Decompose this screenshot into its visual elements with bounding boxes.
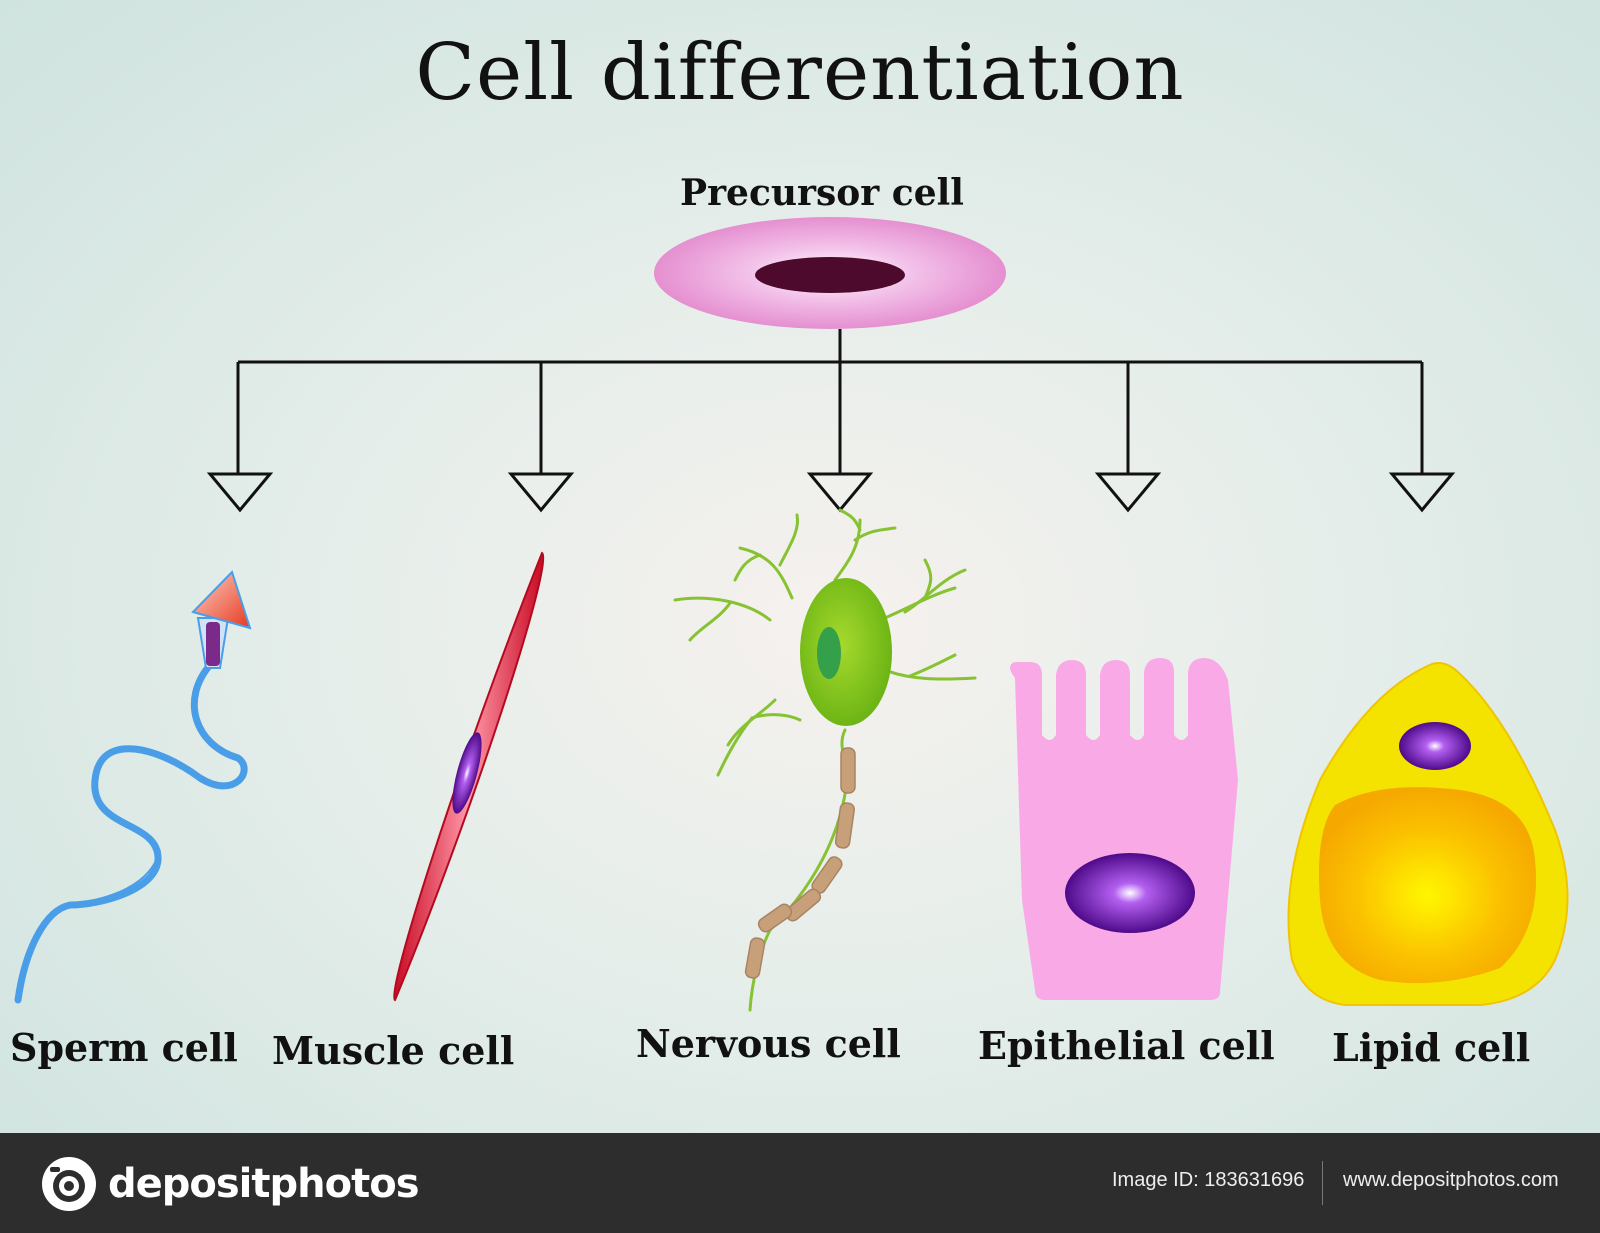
precursor-cell	[654, 217, 1006, 329]
lipid-droplet	[1319, 787, 1536, 984]
arrowhead	[206, 472, 274, 513]
nerve-nucleus	[817, 627, 841, 679]
sperm-cell-label: Sperm cell	[10, 1025, 238, 1070]
myelin-sheath	[744, 747, 856, 979]
epithelial-cell-illustration	[1010, 658, 1238, 1000]
arrowhead	[806, 472, 874, 513]
nervous-cell-label: Nervous cell	[636, 1021, 901, 1066]
diagram-canvas: Cell differentiation Precursor cell Sper…	[0, 0, 1600, 1133]
brand-logo[interactable]: depositphotos	[40, 1155, 420, 1213]
footer-bar: depositphotos Image ID: 183631696 www.de…	[0, 1133, 1600, 1233]
muscle-cell-label: Muscle cell	[272, 1028, 515, 1073]
arrowhead	[1388, 472, 1456, 513]
epithelial-cell-label: Epithelial cell	[978, 1023, 1275, 1068]
lipid-cell-illustration	[1287, 662, 1569, 1006]
lipid-cell-label: Lipid cell	[1332, 1025, 1531, 1070]
muscle-nucleus	[452, 732, 482, 814]
nerve-soma	[800, 578, 892, 726]
lipid-nucleus	[1399, 722, 1471, 770]
arrowheads	[206, 472, 1456, 513]
image-id: Image ID: 183631696	[1112, 1169, 1305, 1191]
diagram-art	[14, 217, 1569, 1012]
lineage-connectors	[236, 329, 1424, 474]
camera-icon	[42, 1157, 96, 1211]
epithelial-body	[1010, 658, 1238, 1000]
arrowhead	[507, 472, 575, 513]
muscle-cell-illustration	[393, 551, 545, 1002]
brand-name: depositphotos	[108, 1161, 420, 1207]
nervous-cell-illustration	[673, 508, 977, 1012]
sperm-cell-illustration	[14, 570, 252, 1004]
sperm-head	[191, 570, 252, 630]
arrowhead	[1094, 472, 1162, 513]
sperm-midpiece	[206, 622, 220, 666]
page-title: Cell differentiation	[415, 28, 1185, 118]
site-url[interactable]: www.depositphotos.com	[1343, 1169, 1559, 1191]
epithelial-nucleus	[1065, 853, 1195, 933]
footer-divider	[1322, 1161, 1323, 1205]
precursor-label: Precursor cell	[680, 172, 964, 214]
precursor-nucleus	[755, 257, 905, 293]
